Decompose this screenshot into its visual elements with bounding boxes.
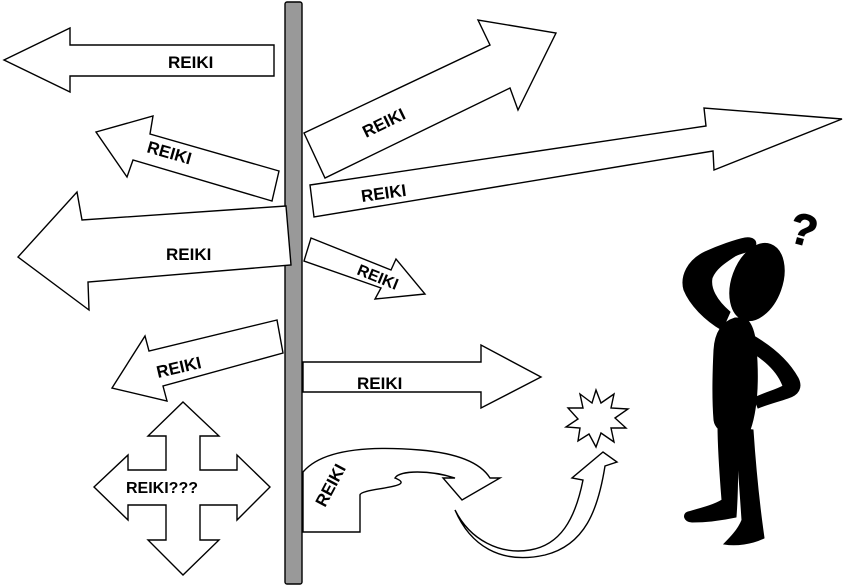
- arrow-up-right: REIKI: [303, 19, 558, 179]
- confused-figure: ?: [682, 203, 823, 546]
- arrow-small-left-up: REIKI: [94, 115, 280, 202]
- figure-raised-arm: [682, 237, 757, 331]
- figure-hip-arm: [747, 333, 801, 409]
- question-mark: ?: [784, 203, 823, 257]
- figure-right-leg: [722, 427, 765, 546]
- swoop-arrow: [454, 451, 619, 559]
- figure-left-leg: [684, 424, 739, 523]
- curved-arrow: REIKI: [302, 447, 503, 533]
- arrow-left-top-label: REIKI: [168, 53, 213, 72]
- arrow-lower-left: REIKI: [110, 319, 284, 402]
- arrow-right-middle-label: REIKI: [357, 374, 402, 393]
- burst-shape: [563, 387, 631, 449]
- four-way-arrow: REIKI???: [92, 401, 271, 576]
- arrow-large-left-label: REIKI: [166, 245, 211, 264]
- arrow-small-down-right: REIKI: [303, 237, 427, 300]
- arrow-large-left: REIKI: [16, 190, 292, 312]
- arrow-right-middle: REIKI: [302, 343, 543, 410]
- arrow-left-top: REIKI: [2, 26, 275, 94]
- four-way-arrow-label: REIKI???: [126, 480, 198, 497]
- signpost-pole: [284, 1, 303, 585]
- arrow-long-right: REIKI: [309, 107, 843, 218]
